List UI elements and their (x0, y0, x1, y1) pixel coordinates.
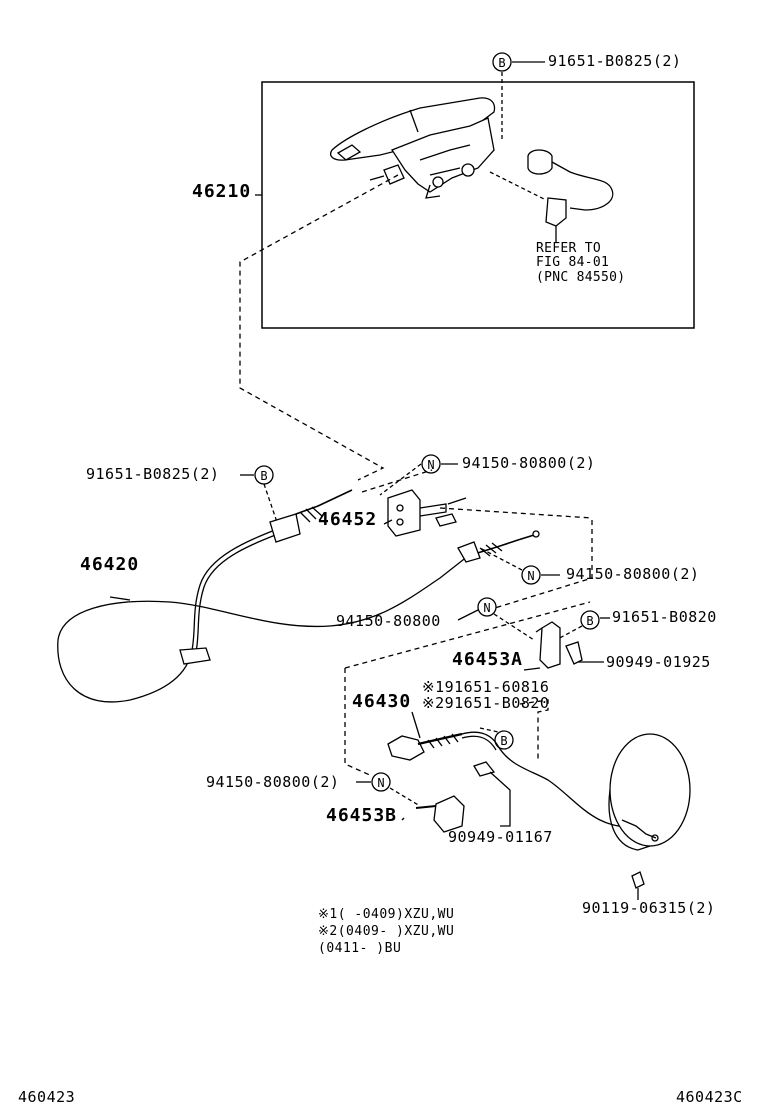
callout-n-1 (421, 454, 441, 474)
leader-46453a (523, 667, 541, 671)
label-nut-3: 94150-80800 (336, 612, 441, 630)
callout-letter-n-1: N (427, 458, 434, 472)
footnote-3: (0411- )BU (318, 941, 402, 956)
leader-clip-01167 (489, 771, 511, 827)
footnote-1: ※1( -0409)XZU,WU (318, 907, 455, 922)
callout-b-top (492, 52, 512, 72)
callout-n-4 (371, 772, 391, 792)
label-refer-3: (PNC 84550) (536, 270, 626, 285)
label-bolt-b0820: 91651-B0820 (612, 608, 717, 626)
label-nut-4: 94150-80800(2) (206, 773, 340, 791)
label-left-bolt: 91651-B0825(2) (86, 465, 220, 483)
page-ref-left: 460423 (18, 1088, 76, 1106)
rear-bracket-dashed (344, 601, 591, 777)
cable-46430-drawing (387, 731, 629, 829)
bracket-46453b-drawing (415, 795, 465, 833)
leader-46430 (411, 711, 421, 739)
callout-letter-b-mid: B (500, 734, 507, 748)
label-refer-2: FIG 84-01 (536, 255, 610, 270)
leader-46452 (383, 519, 393, 525)
label-46430: 46430 (352, 691, 412, 712)
label-screw-06315: 90119-06315(2) (582, 899, 716, 917)
page-ref-right: 460423C (676, 1088, 743, 1106)
bracket-46452-drawing (387, 489, 467, 537)
brake-drum-drawing (608, 733, 691, 851)
callout-letter-b-top: B (498, 56, 505, 70)
callout-n-3 (477, 597, 497, 617)
label-bolt-note-2: ※291651-B0820 (422, 694, 550, 712)
label-46453a: 46453A (452, 649, 524, 670)
callout-letter-b-left: B (260, 469, 267, 483)
callout-n-2 (521, 565, 541, 585)
label-nut-1: 94150-80800(2) (462, 454, 596, 472)
label-46210: 46210 (192, 181, 252, 202)
clip-01167-drawing (473, 761, 496, 777)
callout-b-mid (494, 730, 514, 750)
cable-46420-drawing (57, 489, 540, 703)
leader-nut-1-dash (379, 463, 422, 496)
leader-b-mid (479, 727, 499, 733)
parking-brake-lever-drawing (330, 97, 496, 199)
label-nut-2: 94150-80800(2) (566, 565, 700, 583)
label-bolt-note-1: ※191651-60816 (422, 678, 550, 696)
front-bracket-dashed (361, 469, 593, 613)
label-clip-01167: 90949-01167 (448, 828, 553, 846)
switch-leader (489, 171, 547, 201)
leader-left-bolt-dash (263, 483, 279, 526)
label-top-bolt: 91651-B0825(2) (548, 52, 682, 70)
callout-b-right (580, 610, 600, 630)
callout-letter-n-3: N (483, 601, 490, 615)
label-46453b: 46453B (326, 805, 398, 826)
footnote-2: ※2(0409- )XZU,WU (318, 924, 455, 939)
label-clip-01925: 90949-01925 (606, 653, 711, 671)
leader-46453b (401, 817, 405, 821)
callout-letter-n-4: N (377, 776, 384, 790)
leader-nut-4-dash (389, 787, 421, 807)
label-refer-1: REFER TO (536, 241, 602, 256)
label-46420: 46420 (80, 554, 140, 575)
leader-nut-3 (457, 609, 479, 621)
callout-letter-n-2: N (527, 569, 534, 583)
assembly-dashed-link (239, 174, 399, 481)
leader-nut-2-dash (479, 547, 523, 571)
leader-46420 (109, 596, 131, 601)
leader-nut-3-dash (493, 613, 535, 641)
brake-switch-drawing (527, 149, 614, 242)
label-46452: 46452 (318, 509, 378, 530)
callout-letter-b-right: B (586, 614, 593, 628)
screw-06315-drawing (631, 871, 645, 889)
lever-assembly-box (261, 81, 695, 329)
bracket-46453a-drawing (535, 621, 583, 669)
